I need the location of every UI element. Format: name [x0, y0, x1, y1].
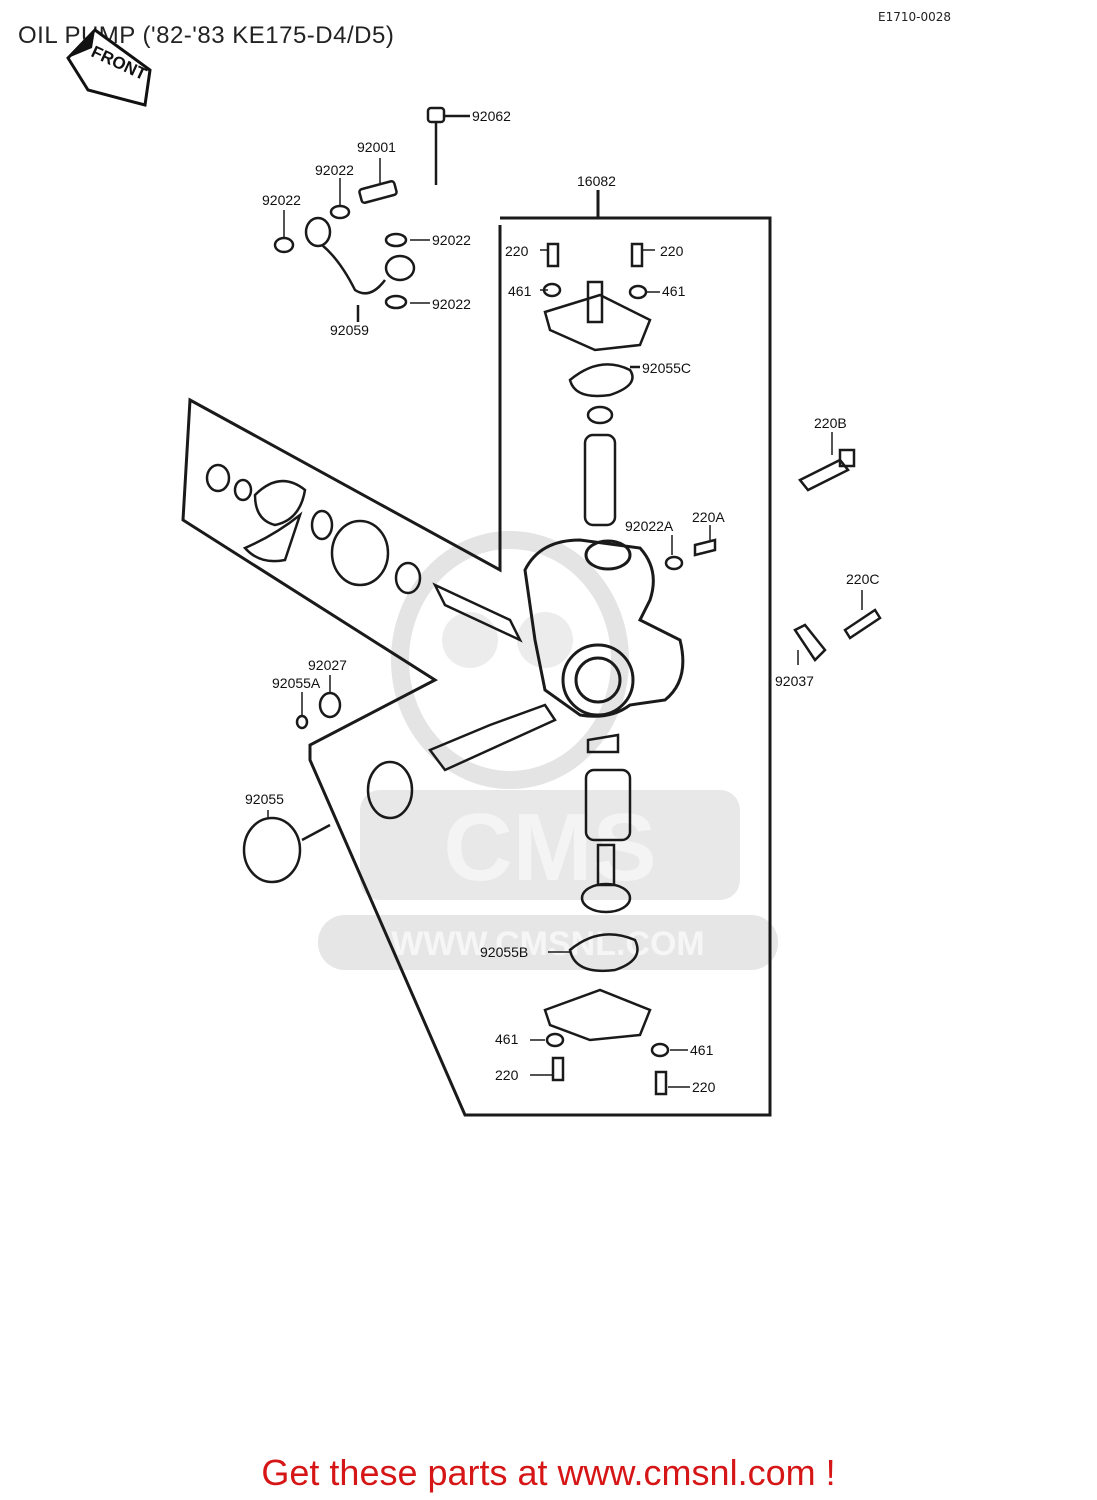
watermark-brand: CMS — [443, 794, 656, 901]
label-92027: 92027 — [308, 657, 347, 673]
label-220: 220 — [505, 243, 529, 259]
label-461: 461 — [508, 283, 532, 299]
label-220C: 220C — [846, 571, 879, 587]
label-92001: 92001 — [357, 139, 396, 155]
label-461: 461 — [495, 1031, 519, 1047]
label-92055C: 92055C — [642, 360, 691, 376]
cam-assembly — [205, 463, 523, 643]
label-92022: 92022 — [262, 192, 301, 208]
cta-link[interactable]: Get these parts at www.cmsnl.com ! — [261, 1452, 836, 1493]
label-92022: 92022 — [432, 296, 471, 312]
front-arrow: FRONT — [66, 28, 152, 107]
label-220: 220 — [660, 243, 684, 259]
pump-body — [523, 538, 685, 718]
label-92059: 92059 — [330, 322, 369, 338]
label-92062: 92062 — [472, 108, 511, 124]
label-220: 220 — [495, 1067, 519, 1083]
right-fasteners — [664, 448, 882, 662]
label-92022A: 92022A — [625, 518, 674, 534]
label-220B: 220B — [814, 415, 847, 431]
label-92037: 92037 — [775, 673, 814, 689]
label-92055: 92055 — [245, 791, 284, 807]
part-labels: 92062 92001 92022 92022 92022 92022 9205… — [245, 108, 879, 1095]
label-220: 220 — [692, 1079, 716, 1095]
assembly-outline — [181, 190, 772, 1117]
watermark-url: WWW.CMSNL.COM — [391, 925, 705, 963]
lower-assembly — [242, 691, 670, 1096]
label-92055A: 92055A — [272, 675, 321, 691]
label-92022: 92022 — [432, 232, 471, 248]
watermark: CMS WWW.CMSNL.COM — [318, 531, 778, 970]
label-92055B: 92055B — [480, 944, 528, 960]
leader-lines — [267, 115, 863, 1088]
label-92022: 92022 — [315, 162, 354, 178]
label-16082: 16082 — [577, 173, 616, 189]
top-cover-assembly — [542, 242, 652, 527]
label-461: 461 — [662, 283, 686, 299]
label-220A: 220A — [692, 509, 725, 525]
diagram-code: E1710-0028 — [878, 10, 951, 24]
label-461: 461 — [690, 1042, 714, 1058]
